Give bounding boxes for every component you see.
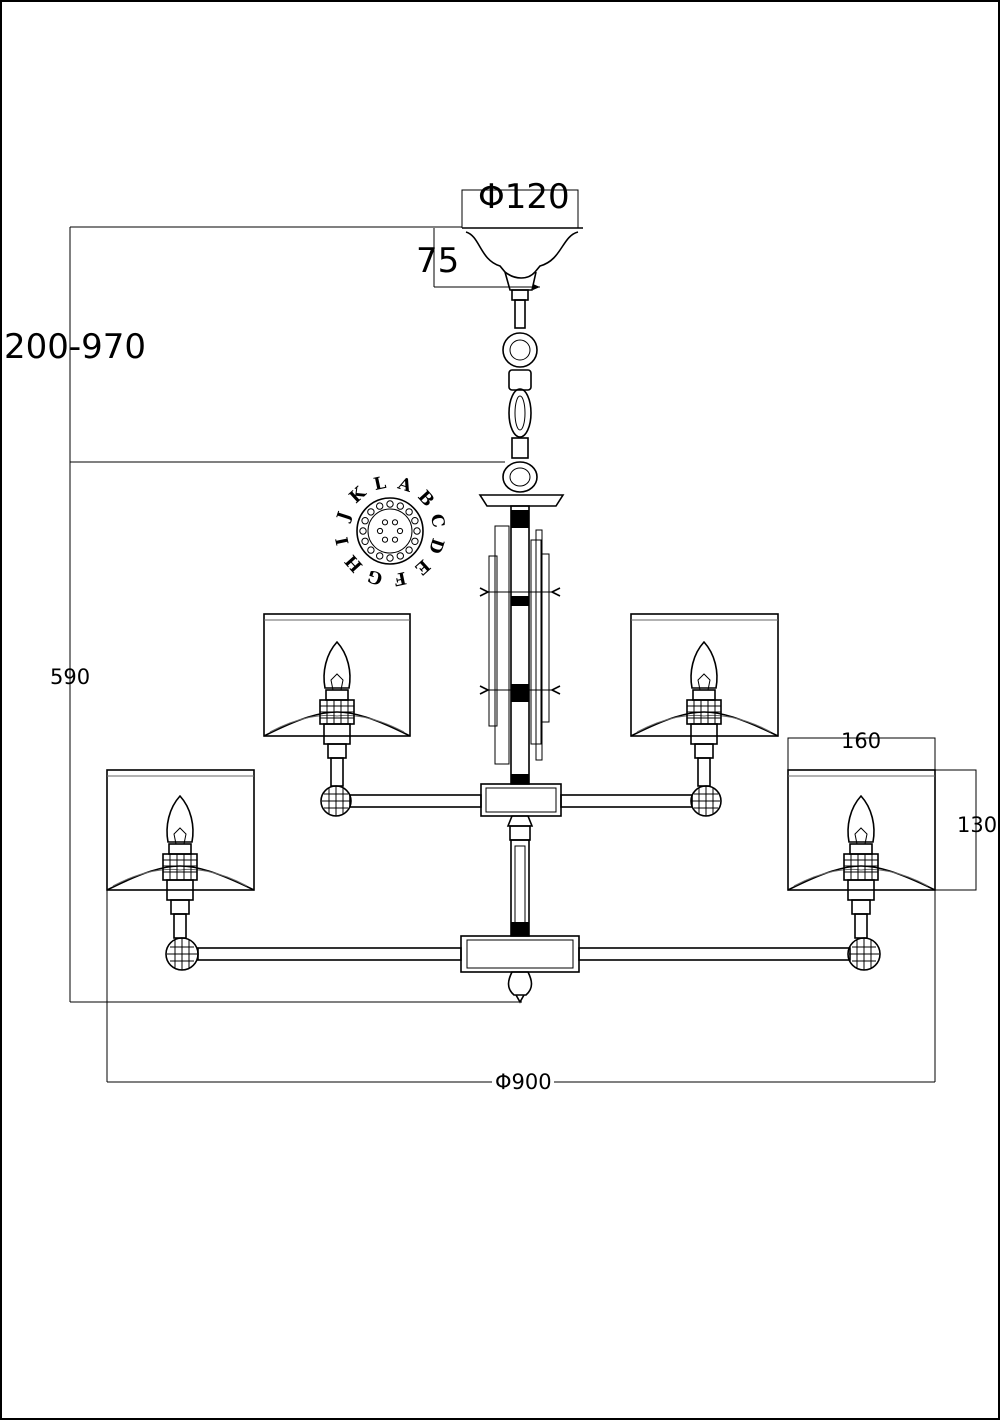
ring-inner-dot bbox=[396, 527, 404, 535]
lower-arm-right bbox=[578, 937, 881, 971]
ring-dot bbox=[411, 517, 419, 525]
chain-length-dimension: 200-970 bbox=[4, 226, 505, 463]
ring-dot bbox=[411, 537, 419, 545]
ring-dot bbox=[386, 500, 394, 508]
ring-dot bbox=[367, 546, 375, 554]
ring-letter-c: C bbox=[426, 512, 448, 529]
ring-dot bbox=[376, 502, 384, 510]
shade-lower-left bbox=[106, 769, 255, 891]
ring-dot bbox=[367, 508, 375, 516]
ring-letter-e: E bbox=[411, 555, 434, 579]
ring-inner-dot bbox=[391, 536, 399, 543]
candle-upper-left bbox=[319, 640, 355, 787]
lower-arm-left bbox=[165, 937, 462, 971]
ring-inner-dot bbox=[381, 519, 389, 526]
shade-width-label: 160 bbox=[841, 729, 881, 753]
central-column bbox=[478, 494, 565, 785]
ring-letter-i: I bbox=[332, 535, 353, 547]
ring-letter-l: L bbox=[372, 473, 388, 495]
shade-width-dimension: 160 bbox=[787, 729, 936, 770]
ring-dot bbox=[386, 554, 394, 562]
ring-letter-g: G bbox=[365, 565, 385, 589]
ring-dot bbox=[405, 508, 413, 516]
canopy-diameter-label: Φ120 bbox=[478, 177, 570, 217]
ring-dot bbox=[413, 527, 421, 535]
ring-letter-j: J bbox=[333, 509, 355, 525]
ring-dot bbox=[361, 537, 369, 545]
lower-hub bbox=[460, 935, 580, 1004]
shade-height-label: 130 bbox=[957, 813, 997, 837]
ring-inner-dot bbox=[381, 536, 389, 543]
candle-upper-right bbox=[686, 640, 722, 787]
ring-letter-f: F bbox=[392, 567, 408, 589]
upper-hub bbox=[480, 783, 562, 841]
canopy-diameter-dimension: Φ120 bbox=[461, 177, 579, 228]
canopy-height-label: 75 bbox=[416, 241, 459, 281]
ring-letter-k: K bbox=[346, 482, 371, 508]
overall-diameter-dimension: Φ900 bbox=[106, 890, 936, 1094]
ring-dot bbox=[359, 527, 367, 535]
upper-arm-left bbox=[320, 785, 482, 817]
ring-dot bbox=[396, 552, 404, 560]
body-height-label: 590 bbox=[50, 665, 90, 689]
ring-letter-d: D bbox=[424, 536, 448, 556]
candle-lower-right bbox=[843, 794, 879, 939]
ring-letter-a: A bbox=[394, 473, 414, 497]
ring-dots bbox=[359, 500, 421, 562]
ring-inner-dot bbox=[391, 519, 399, 526]
ring-dot bbox=[361, 517, 369, 525]
overall-diameter-label: Φ900 bbox=[495, 1070, 552, 1094]
ring-dot bbox=[396, 502, 404, 510]
upper-arm-right bbox=[560, 785, 722, 817]
lower-column bbox=[510, 839, 530, 937]
body-height-dimension: 590 bbox=[50, 462, 522, 1003]
shade-upper-right bbox=[630, 613, 779, 737]
shade-height-dimension: 130 bbox=[935, 769, 997, 891]
canopy bbox=[462, 227, 583, 301]
ring-letter-b: B bbox=[413, 487, 437, 511]
ring-dot bbox=[405, 546, 413, 554]
ring-inner-dot bbox=[376, 527, 384, 535]
candle-lower-left bbox=[162, 794, 198, 939]
ring-dot bbox=[376, 552, 384, 560]
ring-letter-h: H bbox=[341, 550, 367, 575]
chain-length-label: 200-970 bbox=[4, 327, 146, 367]
chain bbox=[502, 299, 538, 493]
canopy-height-dimension: 75 bbox=[416, 228, 540, 290]
